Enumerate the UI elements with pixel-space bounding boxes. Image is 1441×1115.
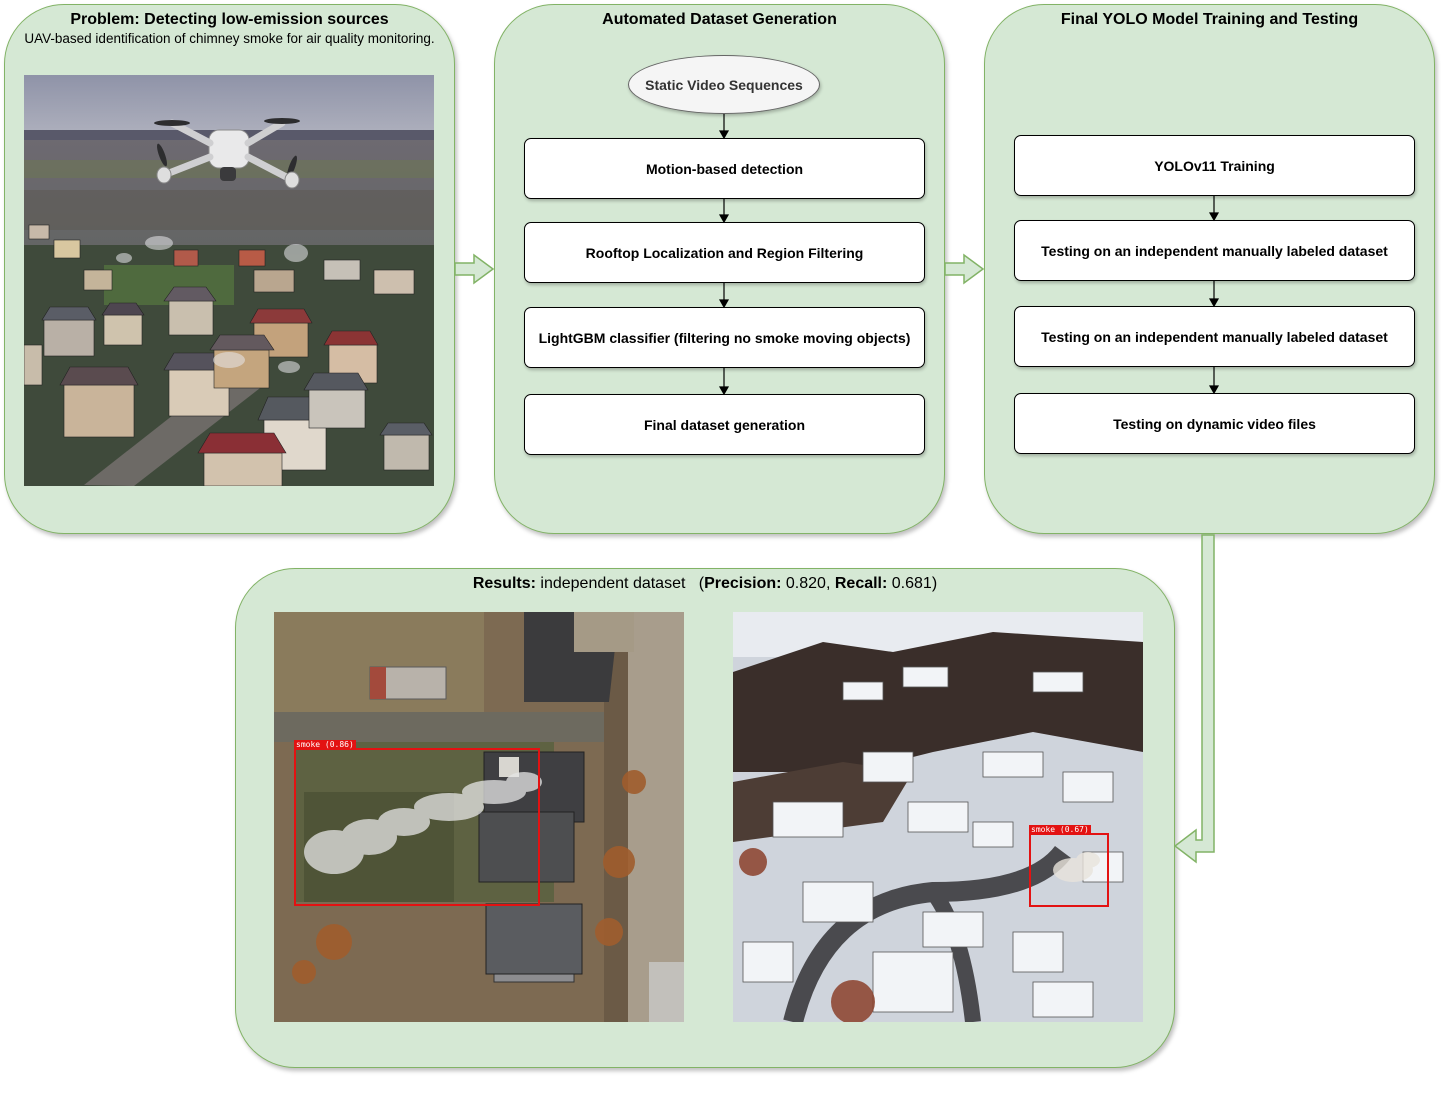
result-photo-winter <box>733 612 1143 1022</box>
training-title: Final YOLO Model Training and Testing <box>1060 11 1359 28</box>
problem-subtitle: UAV-based identification of chimney smok… <box>24 31 435 46</box>
drone-icon <box>154 118 300 189</box>
static-video-sequences-node: Static Video Sequences <box>628 55 820 114</box>
training-step-2: Testing on an independent manually label… <box>1014 220 1415 281</box>
dataset-step-1: Motion-based detection <box>524 138 925 199</box>
flow-arrow-2 <box>944 253 985 285</box>
flow-arrow-3 <box>1173 534 1215 864</box>
problem-title: Problem: Detecting low-emission sources <box>70 11 389 28</box>
results-dataset-text: independent dataset <box>540 575 686 592</box>
dataset-step-2: Rooftop Localization and Region Filterin… <box>524 222 925 283</box>
training-step-1: YOLOv11 Training <box>1014 135 1415 196</box>
precision-value: 0.820 <box>785 575 826 592</box>
dataset-generation-title: Automated Dataset Generation <box>602 11 837 28</box>
comma: , <box>825 575 831 592</box>
paren-open: ( <box>698 575 705 592</box>
flow-arrow-1 <box>454 253 495 285</box>
training-step-4: Testing on dynamic video files <box>1014 393 1415 454</box>
recall-label: Recall: <box>834 575 888 592</box>
results-title: Results: independent dataset (Precision:… <box>236 575 1174 593</box>
uav-village-photo <box>24 75 434 486</box>
detection-box-1 <box>294 748 540 906</box>
detection-label-2: smoke (0.67) <box>1029 825 1091 835</box>
precision-label: Precision: <box>704 575 782 592</box>
result-photo-autumn <box>274 612 684 1022</box>
results-label: Results: <box>472 575 536 592</box>
training-step-3: Testing on an independent manually label… <box>1014 306 1415 367</box>
detection-label-1: smoke (0.86) <box>294 740 356 750</box>
dataset-step-3: LightGBM classifier (filtering no smoke … <box>524 307 925 368</box>
recall-value: 0.681 <box>891 575 932 592</box>
dataset-step-4: Final dataset generation <box>524 394 925 455</box>
paren-close: ) <box>931 575 938 592</box>
